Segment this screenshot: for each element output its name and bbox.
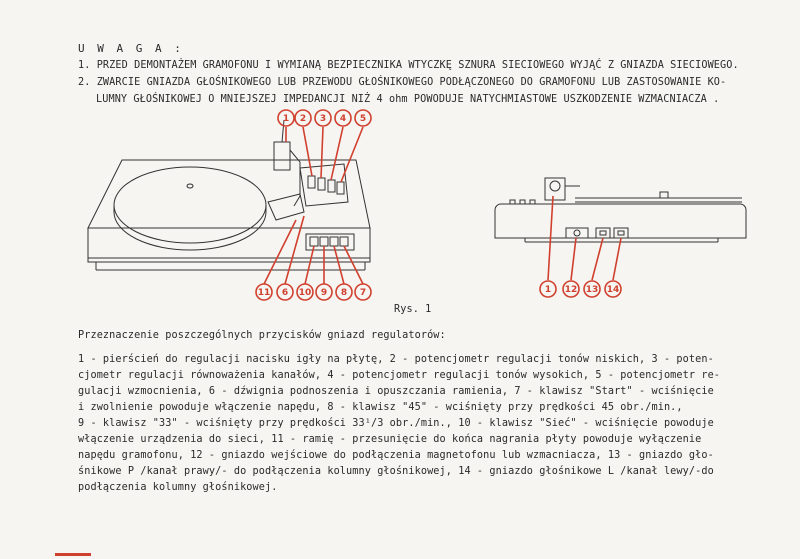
callout-label: 9 — [321, 288, 327, 298]
callout-10 — [296, 283, 314, 301]
callout-label: 5 — [360, 114, 366, 124]
callout-1-top — [277, 109, 295, 127]
right-callout-leaders — [547, 195, 622, 281]
description-line: i zwolnienie powoduje włączenie napędu, … — [78, 402, 683, 413]
description-line: gulacji wzmocnienia, 6 - dźwignia podnos… — [78, 386, 714, 397]
left-callouts-top: 1 2 3 4 5 — [277, 109, 372, 127]
callout-1-rear — [539, 280, 557, 298]
right-callouts: 1 12 13 14 — [539, 280, 622, 298]
callout-label: 7 — [360, 288, 366, 298]
callout-6 — [276, 283, 294, 301]
description-line: podłączenia kolumny głośnikowej. — [78, 482, 278, 493]
callout-label: 11 — [258, 288, 271, 298]
warning-item-2-line-1: 2. ZWARCIE GNIAZDA GŁOŚNIKOWEGO LUB PRZE… — [78, 77, 727, 88]
turntable-rear-view — [494, 177, 747, 243]
warning-item-1: 1. PRZED DEMONTAŻEM GRAMOFONU I WYMIANĄ … — [78, 60, 739, 71]
description-line: śnikowe P /kanał prawy/- do podłączenia … — [78, 466, 714, 477]
callout-2 — [294, 109, 312, 127]
description-title: Przeznaczenie poszczególnych przycisków … — [78, 330, 446, 341]
page-edge-mark — [55, 553, 91, 556]
callout-8 — [335, 283, 353, 301]
turntable-top-view — [87, 119, 371, 271]
warning-heading: U W A G A : — [78, 42, 184, 55]
description-line: napędu gramofonu, 12 - gniazdo wejściowe… — [78, 450, 714, 461]
callout-3 — [314, 109, 332, 127]
callout-label: 10 — [299, 288, 312, 298]
figure-caption: Rys. 1 — [394, 304, 432, 315]
callout-label: 14 — [607, 285, 620, 295]
description-line: włączenie urządzenia do sieci, 11 - rami… — [78, 434, 702, 445]
callout-12 — [562, 280, 580, 298]
callout-11 — [255, 283, 273, 301]
callout-label: 6 — [282, 288, 288, 298]
callout-label: 1 — [283, 114, 289, 124]
callout-label: 1 — [545, 285, 551, 295]
callout-5 — [354, 109, 372, 127]
callout-label: 12 — [565, 285, 578, 295]
description-line: 1 - pierścień do regulacji nacisku igły … — [78, 354, 714, 365]
callout-label: 4 — [340, 114, 346, 124]
callout-14 — [604, 280, 622, 298]
description-line: cjometr regulacji równoważenia kanałów, … — [78, 370, 721, 381]
description-line: 9 - klawisz "33" - wciśnięty przy prędko… — [78, 418, 714, 429]
callout-13 — [583, 280, 601, 298]
callout-label: 8 — [341, 288, 347, 298]
callout-4 — [334, 109, 352, 127]
callout-label: 2 — [300, 114, 306, 124]
callout-label: 3 — [320, 114, 326, 124]
callout-7 — [354, 283, 372, 301]
warning-item-2-line-2: LUMNY GŁOŚNIKOWEJ O MNIEJSZEJ IMPEDANCJI… — [96, 94, 720, 105]
left-callout-leaders — [263, 126, 364, 285]
callout-label: 13 — [586, 285, 599, 295]
callout-9 — [315, 283, 333, 301]
left-callouts-bottom: 11 6 10 9 8 7 — [255, 283, 372, 301]
